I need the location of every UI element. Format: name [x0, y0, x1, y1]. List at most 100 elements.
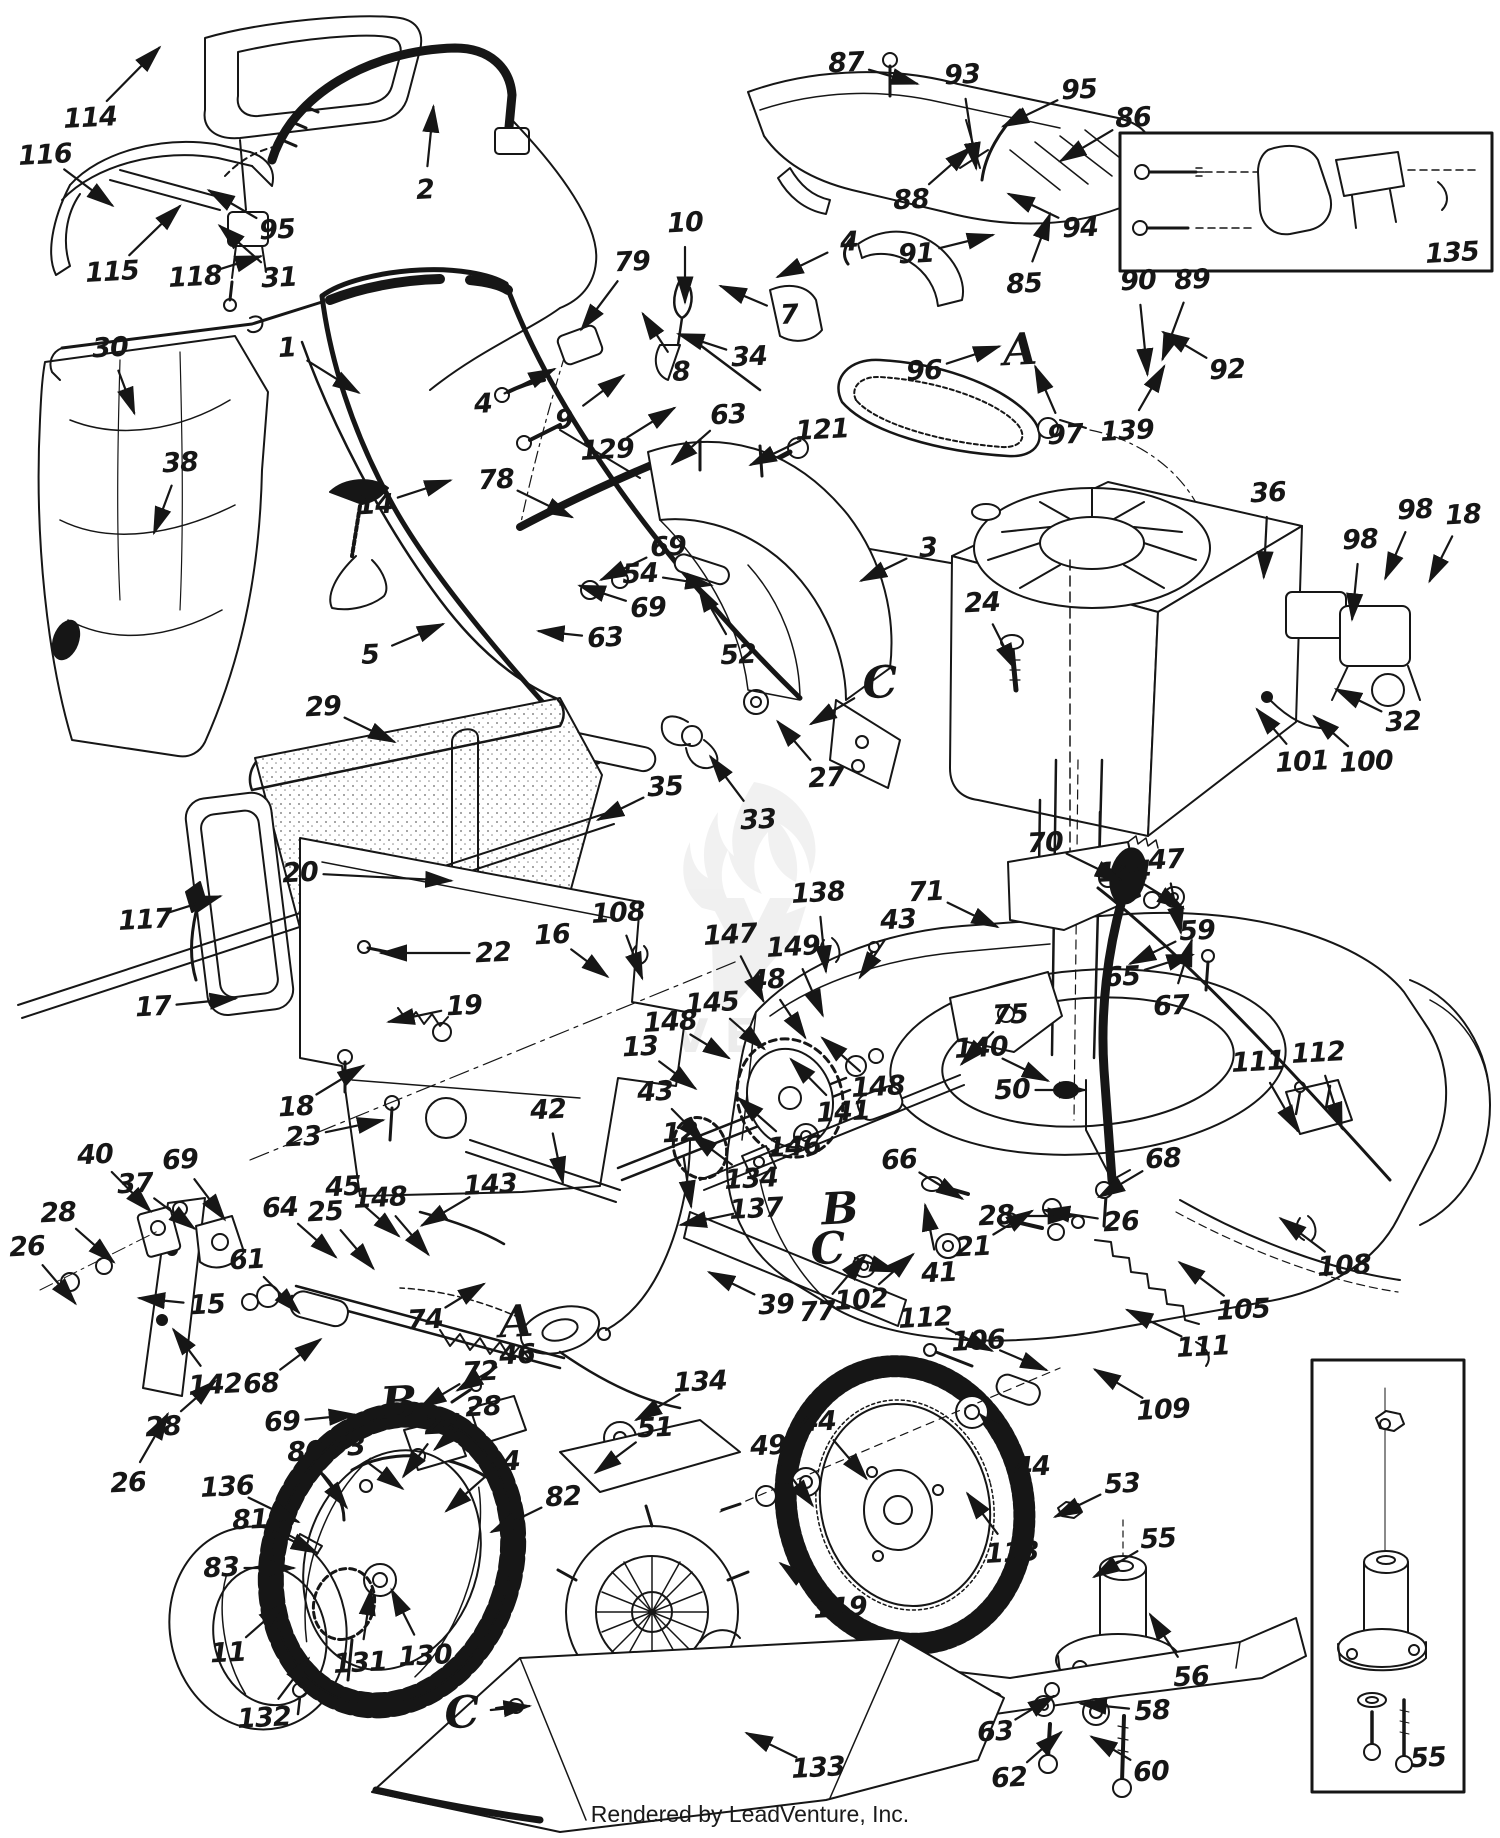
leader-arrow-C: [808, 697, 856, 726]
leader-arrow-67: [1175, 937, 1193, 985]
leader-arrow-26: [1041, 1205, 1099, 1223]
leader-arrow-102: [877, 1252, 915, 1286]
part-label-26: 26: [8, 1230, 46, 1264]
leader-arrow-115: [128, 204, 182, 257]
part-label-137: 137: [728, 1192, 784, 1226]
part-label-118: 118: [167, 260, 223, 294]
part-label-3: 3: [918, 532, 938, 564]
section-marker-C: C: [809, 1222, 847, 1276]
leader-arrow-21: [992, 1209, 1035, 1236]
leader-arrow-8: [641, 311, 669, 353]
part-label-9: 9: [554, 404, 574, 436]
handle-mount-drawing: [819, 758, 1392, 1182]
leader-arrow-30: [117, 369, 136, 416]
leader-arrow-28: [74, 1227, 116, 1264]
part-label-145: 145: [684, 986, 740, 1020]
leader-arrow-133: [744, 1731, 798, 1759]
part-label-92: 92: [1208, 353, 1246, 387]
leader-arrow-148: [820, 1036, 862, 1073]
leader-arrow-31: [217, 224, 263, 264]
leader-arrow-137: [678, 1211, 735, 1228]
part-label-77: 77: [798, 1295, 836, 1329]
leader-arrow-48: [779, 998, 807, 1040]
part-label-108: 108: [1316, 1249, 1372, 1283]
part-label-59: 59: [1178, 914, 1216, 948]
part-label-63: 63: [709, 398, 747, 432]
part-label-71: 71: [907, 875, 945, 909]
part-label-112: 112: [897, 1301, 953, 1335]
part-label-63: 63: [976, 1715, 1014, 1749]
part-label-37: 37: [116, 1167, 154, 1201]
leader-arrow-112: [945, 1327, 995, 1352]
part-label-17: 17: [134, 990, 172, 1024]
part-label-55: 55: [1139, 1522, 1177, 1556]
part-label-80: 80: [286, 1435, 324, 1469]
leader-arrow-52: [697, 583, 728, 636]
leader-arrow-71: [946, 901, 1000, 929]
leader-arrow-26: [138, 1411, 169, 1464]
leader-arrow-18: [315, 1064, 366, 1096]
leader-arrow-130: [390, 1587, 416, 1636]
part-label-33: 33: [739, 803, 777, 837]
leader-arrow-64: [296, 1222, 338, 1259]
part-label-26: 26: [423, 1408, 461, 1442]
part-label-44: 44: [799, 1405, 837, 1439]
part-label-130: 130: [397, 1639, 453, 1673]
leader-arrow-28: [179, 1379, 217, 1413]
part-label-27: 27: [807, 761, 845, 795]
part-label-112: 112: [1290, 1036, 1346, 1070]
leader-arrow-26: [41, 1264, 77, 1306]
leader-arrow-4: [503, 367, 557, 395]
part-label-87: 87: [827, 46, 865, 80]
leader-arrow-27: [776, 719, 812, 761]
part-label-93: 93: [943, 58, 981, 92]
leader-arrow-108: [1278, 1216, 1326, 1253]
leader-arrow-81: [270, 1529, 320, 1554]
part-label-134: 134: [723, 1162, 779, 1196]
leader-arrow-17: [175, 992, 239, 1010]
leader-arrow-80: [318, 1470, 349, 1510]
part-label-148: 148: [850, 1070, 906, 1104]
leader-arrow-3: [858, 557, 908, 582]
part-label-96: 96: [905, 354, 943, 388]
part-label-70: 70: [1026, 826, 1064, 860]
leader-arrow-131: [358, 1586, 376, 1641]
part-label-48: 48: [748, 963, 786, 997]
leader-arrow-72: [418, 1383, 461, 1409]
part-label-58: 58: [1133, 1694, 1171, 1728]
part-label-15: 15: [188, 1288, 226, 1322]
part-label-69: 69: [161, 1143, 199, 1177]
part-label-28: 28: [977, 1199, 1015, 1233]
part-label-54: 54: [621, 557, 659, 591]
part-label-129: 129: [579, 433, 635, 467]
part-label-18: 18: [277, 1090, 315, 1124]
part-label-32: 32: [1384, 705, 1422, 739]
part-label-68: 68: [242, 1367, 280, 1401]
leader-arrow-114: [105, 45, 162, 103]
leader-arrow-87: [867, 68, 920, 85]
part-label-44: 44: [1013, 1450, 1051, 1484]
leader-arrow-13: [658, 1060, 698, 1091]
part-label-28: 28: [144, 1410, 182, 1444]
part-label-95: 95: [258, 213, 296, 247]
part-label-14: 14: [356, 488, 394, 522]
leader-arrow-45: [359, 1201, 401, 1238]
part-label-69: 69: [629, 591, 667, 625]
leader-arrow-144: [1143, 883, 1186, 910]
leader-arrow-28: [432, 1421, 467, 1452]
part-label-38: 38: [161, 446, 199, 480]
part-label-67: 67: [1152, 989, 1190, 1023]
part-label-98: 98: [1396, 493, 1434, 527]
part-label-1: 1: [277, 332, 297, 364]
leader-arrow-16: [570, 948, 610, 979]
part-label-116: 116: [17, 138, 73, 172]
part-label-28: 28: [39, 1196, 77, 1230]
footer-credit: Rendered by LeadVenture, Inc.: [590, 1801, 910, 1827]
section-marker-C: C: [443, 1686, 481, 1740]
leader-arrow-63: [535, 625, 584, 643]
part-label-22: 22: [474, 936, 512, 970]
leader-arrow-7: [718, 284, 769, 307]
part-label-8: 8: [671, 356, 691, 388]
leader-arrow-38: [153, 484, 173, 536]
part-label-138: 138: [790, 876, 846, 910]
